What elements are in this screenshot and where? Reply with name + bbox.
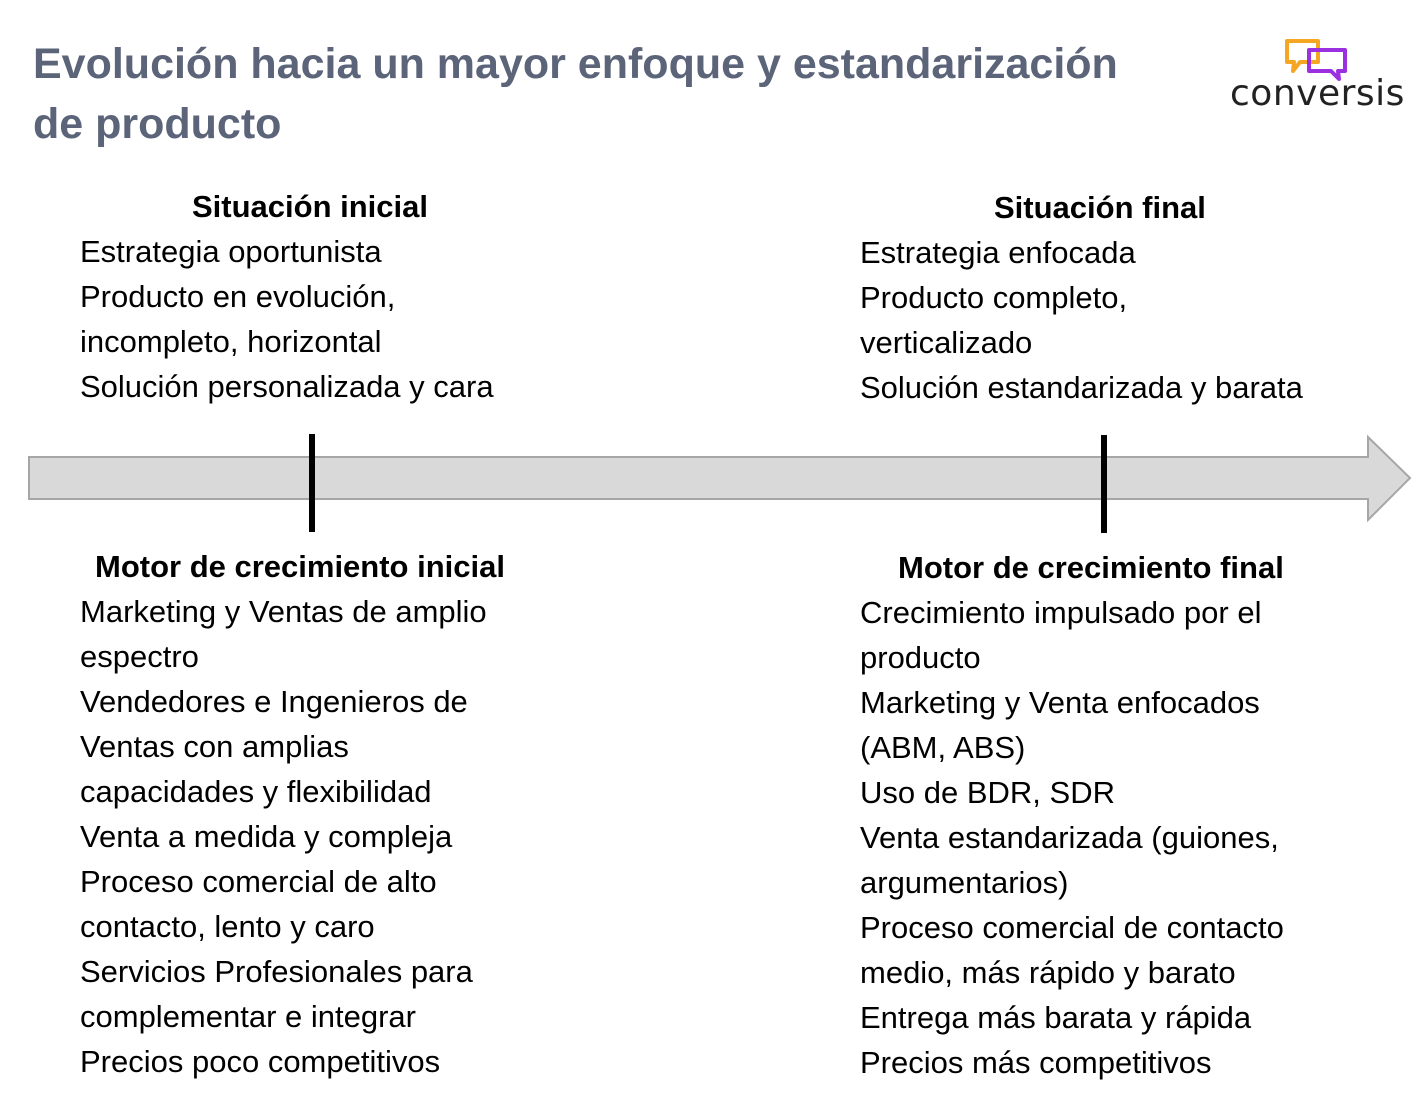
list-item: Producto completo, xyxy=(860,280,1128,315)
list-item: Venta a medida y compleja xyxy=(80,819,453,854)
motor-final-heading: Motor de crecimiento final xyxy=(898,550,1284,585)
list-item: Proceso comercial de alto xyxy=(80,864,437,899)
list-item: Precios poco competitivos xyxy=(80,1044,441,1079)
list-item: complementar e integrar xyxy=(80,999,416,1034)
slide-title: Evolución hacia un mayor enfoque y estan… xyxy=(33,40,1118,148)
list-item: Estrategia enfocada xyxy=(860,235,1136,270)
list-item: Estrategia oportunista xyxy=(80,234,382,269)
list-item: verticalizado xyxy=(860,325,1033,360)
timeline-arrow-shape xyxy=(28,434,1412,523)
conversis-logo: conversis xyxy=(1226,38,1406,118)
logo-text: conversis xyxy=(1230,73,1405,114)
list-item: Marketing y Venta enfocados xyxy=(860,685,1260,720)
list-item: argumentarios) xyxy=(860,865,1069,900)
list-item: Proceso comercial de contacto xyxy=(860,910,1284,945)
list-item: Uso de BDR, SDR xyxy=(860,775,1115,810)
list-item: Marketing y Ventas de amplio xyxy=(80,594,487,629)
list-item: Vendedores e Ingenieros de xyxy=(80,684,468,719)
motor-inicial-heading: Motor de crecimiento inicial xyxy=(95,549,505,584)
situacion-inicial-list: Estrategia oportunista Producto en evolu… xyxy=(80,229,494,409)
situacion-final-heading: Situación final xyxy=(994,190,1206,225)
list-item: producto xyxy=(860,640,981,675)
list-item: incompleto, horizontal xyxy=(80,324,382,359)
motor-final-list: Crecimiento impulsado por el producto Ma… xyxy=(860,590,1284,1085)
list-item: Crecimiento impulsado por el xyxy=(860,595,1262,630)
motor-inicial-list: Marketing y Ventas de amplio espectro Ve… xyxy=(80,589,487,1084)
list-item: medio, más rápido y barato xyxy=(860,955,1236,990)
list-item: Venta estandarizada (guiones, xyxy=(860,820,1279,855)
chat-bubbles-icon xyxy=(1285,39,1347,81)
list-item: Solución estandarizada y barata xyxy=(860,370,1303,405)
list-item: contacto, lento y caro xyxy=(80,909,375,944)
list-item: capacidades y flexibilidad xyxy=(80,774,432,809)
list-item: Servicios Profesionales para xyxy=(80,954,473,989)
list-item: Solución personalizada y cara xyxy=(80,369,494,404)
list-item: Precios más competitivos xyxy=(860,1045,1212,1080)
list-item: (ABM, ABS) xyxy=(860,730,1026,765)
list-item: Ventas con amplias xyxy=(80,729,349,764)
situacion-inicial-heading: Situación inicial xyxy=(192,189,428,224)
list-item: Producto en evolución, xyxy=(80,279,396,314)
list-item: Entrega más barata y rápida xyxy=(860,1000,1252,1035)
list-item: espectro xyxy=(80,639,199,674)
situacion-final-list: Estrategia enfocada Producto completo, v… xyxy=(860,230,1303,410)
